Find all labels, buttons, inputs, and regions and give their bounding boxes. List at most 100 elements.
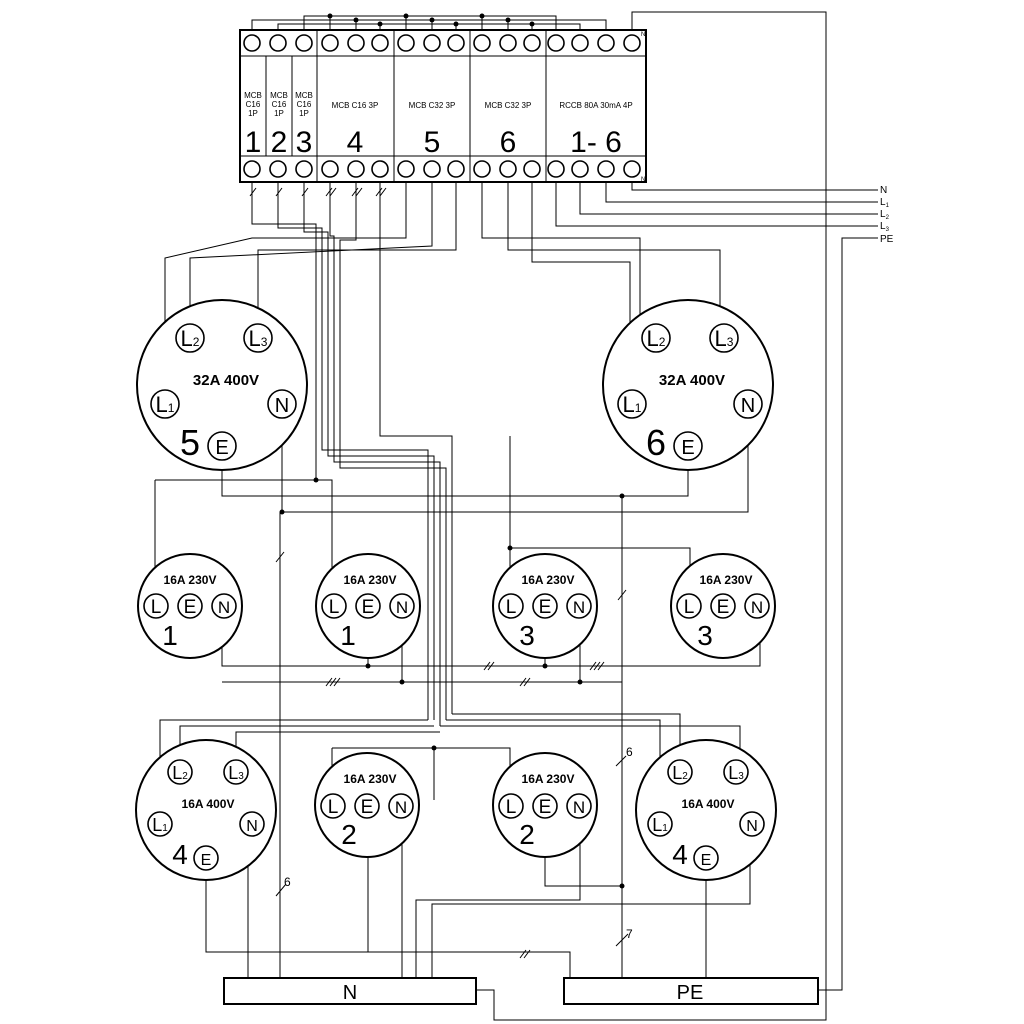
neutral-bar: N — [223, 977, 477, 1005]
breaker-3-type-line-1: MCB — [295, 91, 313, 100]
svg-text:N: N — [218, 598, 230, 617]
socket-1a-circuit: 1 — [162, 620, 178, 651]
breaker-6-type: MCB C32 3P — [485, 101, 532, 110]
rccb: RCCB 80A 30mA 4P 1- 6 — [559, 101, 632, 159]
socket-5-32a-400v: L2 L3 L1 N E 32A 400V 5 — [136, 299, 308, 471]
supply-pe-label: PE — [880, 234, 894, 245]
breaker-5-type: MCB C32 3P — [409, 101, 456, 110]
svg-text:L: L — [151, 597, 162, 618]
svg-text:E: E — [362, 597, 375, 618]
socket-4b-rating: 16A 400V — [682, 797, 735, 811]
svg-text:E: E — [717, 597, 730, 618]
svg-text:E: E — [184, 597, 197, 618]
svg-text:N: N — [573, 598, 585, 617]
breaker-4-type: MCB C16 3P — [332, 101, 379, 110]
socket-1a-pin-e: E — [177, 593, 203, 619]
breaker-4: MCB C16 3P 4 — [332, 101, 379, 159]
socket-2b-pin-l: L — [498, 793, 524, 819]
svg-text:E: E — [539, 797, 552, 818]
svg-text:N: N — [741, 395, 755, 417]
svg-text:L: L — [506, 797, 517, 818]
svg-text:N: N — [246, 818, 258, 835]
svg-text:L: L — [506, 597, 517, 618]
breaker-2: MCB C16 1P 2 — [270, 91, 288, 159]
socket-1b-circuit: 1 — [340, 620, 356, 651]
breaker-3-circuit: 3 — [296, 126, 313, 159]
socket-3b-pin-l: L — [676, 593, 702, 619]
socket-1a-pin-l: L — [143, 593, 169, 619]
socket-3b-16a-230v: 16A 230V L E N 3 — [670, 553, 776, 659]
socket-5-pin-e: E — [207, 431, 237, 461]
socket-3a-pin-e: E — [532, 593, 558, 619]
breaker-1-type-line-2: C16 — [246, 100, 261, 109]
breaker-2-type-line-3: 1P — [274, 109, 284, 118]
rccb-top-n-mark: N — [641, 32, 645, 38]
svg-text:N: N — [573, 798, 585, 817]
svg-text:E: E — [201, 852, 212, 869]
socket-2a-pin-l: L — [320, 793, 346, 819]
socket-4b-pin-l3: L3 — [723, 759, 749, 785]
svg-text:N: N — [751, 598, 763, 617]
socket-4a-pin-l3: L3 — [223, 759, 249, 785]
supply-l1-label: L1 — [880, 197, 890, 209]
svg-text:N: N — [746, 818, 758, 835]
breaker-2-circuit: 2 — [271, 126, 288, 159]
breaker-6-circuit: 6 — [500, 126, 517, 159]
svg-text:N: N — [396, 598, 408, 617]
socket-2a-circuit: 2 — [341, 819, 357, 850]
socket-4b-pin-n: N — [739, 811, 765, 837]
socket-4b-pin-l2: L2 — [667, 759, 693, 785]
breaker-3-type-line-2: C16 — [297, 100, 312, 109]
socket-4b-pin-l1: L1 — [647, 811, 673, 837]
socket-5-pin-l1: L1 — [150, 389, 180, 419]
socket-6-circuit: 6 — [646, 422, 666, 463]
socket-4a-circuit: 4 — [172, 839, 188, 870]
neutral-bar-label: N — [343, 982, 357, 1004]
socket-2b-pin-e: E — [532, 793, 558, 819]
socket-2a-pin-n: N — [388, 793, 414, 819]
socket-2a-rating: 16A 230V — [344, 772, 397, 786]
socket-6-pin-n: N — [733, 389, 763, 419]
svg-text:E: E — [215, 437, 228, 459]
socket-2a-pin-e: E — [354, 793, 380, 819]
socket-3b-circuit: 3 — [697, 620, 713, 651]
panel-enclosure — [239, 29, 647, 183]
socket-6-rating: 32A 400V — [659, 372, 725, 389]
breaker-5: MCB C32 3P 5 — [409, 101, 456, 159]
socket-1b-pin-e: E — [355, 593, 381, 619]
socket-2a-16a-230v: 16A 230V L E N 2 — [314, 752, 420, 858]
pe-bar-label: PE — [677, 982, 704, 1004]
breaker-1-type-line-3: 1P — [248, 109, 258, 118]
socket-3a-pin-l: L — [498, 593, 524, 619]
supply-labels: N L1 L2 L3 PE — [880, 185, 894, 245]
socket-1b-rating: 16A 230V — [344, 573, 397, 587]
breaker-1: MCB C16 1P 1 — [244, 91, 262, 159]
socket-2b-rating: 16A 230V — [522, 772, 575, 786]
conductor-count-label: 6 — [284, 875, 291, 889]
socket-6-pin-e: E — [673, 431, 703, 461]
socket-4a-pin-e: E — [193, 845, 219, 871]
supply-l3-label: L3 — [880, 221, 890, 233]
socket-1a-pin-n: N — [211, 593, 237, 619]
socket-1b-pin-l: L — [321, 593, 347, 619]
conductor-count-label: 7 — [626, 927, 633, 941]
svg-text:L: L — [329, 597, 340, 618]
rccb-circuit: 1- 6 — [570, 126, 622, 159]
svg-text:L: L — [328, 797, 339, 818]
socket-3a-rating: 16A 230V — [522, 573, 575, 587]
socket-3b-rating: 16A 230V — [700, 573, 753, 587]
socket-5-pin-l3: L3 — [243, 323, 273, 353]
panel-bottom-terminals — [243, 160, 641, 178]
socket-2b-circuit: 2 — [519, 819, 535, 850]
socket-4a-rating: 16A 400V — [182, 797, 235, 811]
socket-4b-pin-e: E — [693, 845, 719, 871]
socket-2b-16a-230v: 16A 230V L E N 2 — [492, 752, 598, 858]
socket-5-pin-n: N — [267, 389, 297, 419]
svg-text:E: E — [539, 597, 552, 618]
breaker-3: MCB C16 1P 3 — [295, 91, 313, 159]
socket-1b-16a-230v: 16A 230V L E N 1 — [315, 553, 421, 659]
breaker-3-type-line-3: 1P — [299, 109, 309, 118]
svg-text:N: N — [395, 798, 407, 817]
socket-6-pin-l2: L2 — [641, 323, 671, 353]
